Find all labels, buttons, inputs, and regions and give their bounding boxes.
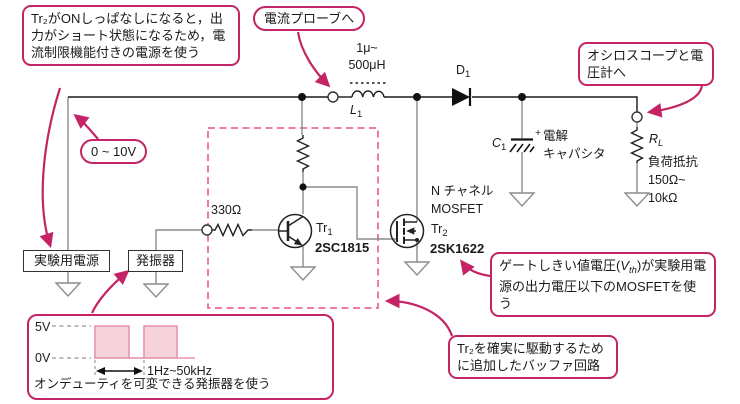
capacitor-name: C bbox=[492, 136, 502, 150]
inductor-value-label: 1μ~ 500μH bbox=[348, 41, 386, 72]
waveform-panel: 5V 0V 1Hz~50kHz オンデューティを可変できる発振器を使う bbox=[27, 314, 334, 400]
tr1-name: Tr bbox=[316, 221, 328, 235]
callout-current-probe: 電流プローブへ bbox=[253, 6, 366, 32]
callout-supply-range: 0 ~ 10V bbox=[80, 139, 148, 165]
callout-tr2-on: Tr₂がONしっぱなしになると，出力がショート状態になるため，電流制限機能付きの… bbox=[22, 5, 240, 67]
diode-sub: 1 bbox=[465, 69, 471, 80]
callout-vth: ゲートしきい値電圧(Vth)が実験用電源の出力電圧以下のMOSFETを使う bbox=[490, 252, 716, 317]
diode-name: D bbox=[456, 63, 466, 77]
oscillator-block: 発振器 bbox=[128, 250, 183, 272]
ground-symbols bbox=[54, 192, 651, 299]
mosfet-symbol bbox=[389, 213, 425, 249]
diode-symbol bbox=[452, 88, 472, 106]
waveform-high-label: 5V bbox=[35, 320, 51, 334]
tr2-name: Tr bbox=[431, 222, 443, 236]
buffer-dashed-outline bbox=[207, 127, 379, 309]
tr1-part-label: 2SC1815 bbox=[315, 240, 370, 255]
diode-label: D1 bbox=[456, 61, 470, 82]
load-label: RL bbox=[649, 130, 663, 151]
connection-wires bbox=[67, 97, 638, 284]
waveform-freq-label: 1Hz~50kHz bbox=[147, 364, 212, 378]
capacitor-label: C1 bbox=[492, 134, 506, 155]
waveform-caption: オンデューティを可変できる発振器を使う bbox=[34, 377, 271, 391]
tr2-part-label: 2SK1622 bbox=[430, 241, 485, 256]
capacitor-symbol bbox=[509, 138, 535, 153]
tr2-sub: 2 bbox=[442, 228, 448, 239]
tr2-type-label: N チャネル MOSFET bbox=[431, 184, 494, 217]
callout-arrows bbox=[39, 31, 704, 337]
load-sub: L bbox=[658, 138, 664, 149]
pulse-waveform bbox=[52, 325, 195, 378]
base-resistor-symbol bbox=[212, 222, 252, 238]
inductor-symbol bbox=[350, 82, 386, 98]
vth-text-pre: ゲートしきい値電圧( bbox=[499, 258, 621, 273]
vth-text-post: )が実験用電源の出力電圧以下のMOSFETを使う bbox=[499, 258, 707, 311]
tr1-sub: 1 bbox=[327, 227, 333, 238]
probe-points bbox=[201, 91, 643, 236]
capacitor-sub: 1 bbox=[501, 142, 507, 153]
load-resistor-symbol bbox=[629, 127, 645, 163]
inductor-label: L1 bbox=[350, 101, 362, 122]
callout-oscilloscope: オシロスコープと電圧計へ bbox=[578, 42, 714, 87]
junction-dots bbox=[298, 93, 526, 191]
waveform-low-label: 0V bbox=[35, 351, 51, 365]
pullup-resistor-symbol bbox=[295, 135, 311, 172]
npn-transistor-symbol bbox=[277, 213, 313, 249]
tr2-label: Tr2 bbox=[431, 220, 448, 241]
callout-buffer: Tr₂を確実に駆動するために追加したバッファ回路 bbox=[448, 335, 618, 380]
inductor-name: L bbox=[350, 103, 357, 117]
inductor-sub: 1 bbox=[356, 109, 363, 120]
capacitor-type-label: 電解 キャパシタ bbox=[543, 129, 606, 162]
power-supply-block: 実験用電源 bbox=[23, 250, 110, 272]
base-resistor-label: 330Ω bbox=[211, 203, 242, 217]
vth-symbol: V bbox=[620, 258, 630, 273]
load-name: R bbox=[649, 132, 659, 146]
load-desc-label: 負荷抵抗 150Ω~ 10kΩ bbox=[648, 155, 699, 206]
tr1-label: Tr1 bbox=[316, 219, 333, 240]
vth-symbol-sub: th bbox=[629, 265, 637, 276]
capacitor-polarity-mark: + bbox=[535, 127, 542, 139]
main-rail bbox=[68, 96, 638, 112]
